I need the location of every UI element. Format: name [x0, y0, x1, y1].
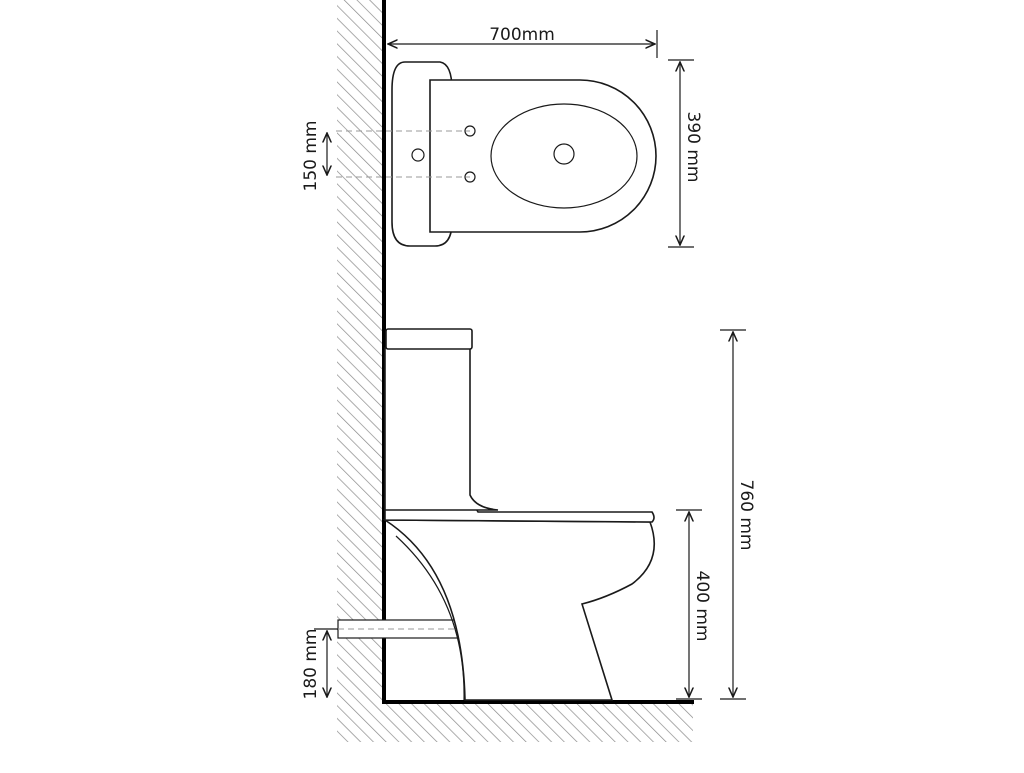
bolt-spacing-label: 150 mm: [301, 121, 321, 192]
top-view: 700mm 390 mm 150 mm: [301, 25, 703, 248]
outlet-height-label: 180 mm: [301, 629, 321, 700]
side-view: 760 mm 400 mm 180 mm: [301, 328, 756, 701]
depth-label: 390 mm: [683, 112, 703, 183]
drain-hole: [553, 143, 575, 165]
flush-button: [411, 148, 425, 162]
wall-hatch: [337, 0, 383, 742]
bolt-hole-top: [464, 125, 476, 137]
wall: [337, 0, 694, 742]
height-label: 760 mm: [736, 480, 756, 551]
seat-height-label: 400 mm: [692, 571, 712, 642]
bowl-side: [382, 519, 656, 701]
bowl-outer: [429, 79, 657, 233]
floor-hatch: [383, 702, 693, 742]
tank-side: [384, 347, 499, 511]
bowl-inner: [490, 103, 638, 209]
bowl-front-curve: [395, 535, 465, 701]
width-label: 700mm: [489, 25, 555, 45]
bolt-hole-bottom: [464, 171, 476, 183]
tank-lid: [385, 328, 473, 350]
